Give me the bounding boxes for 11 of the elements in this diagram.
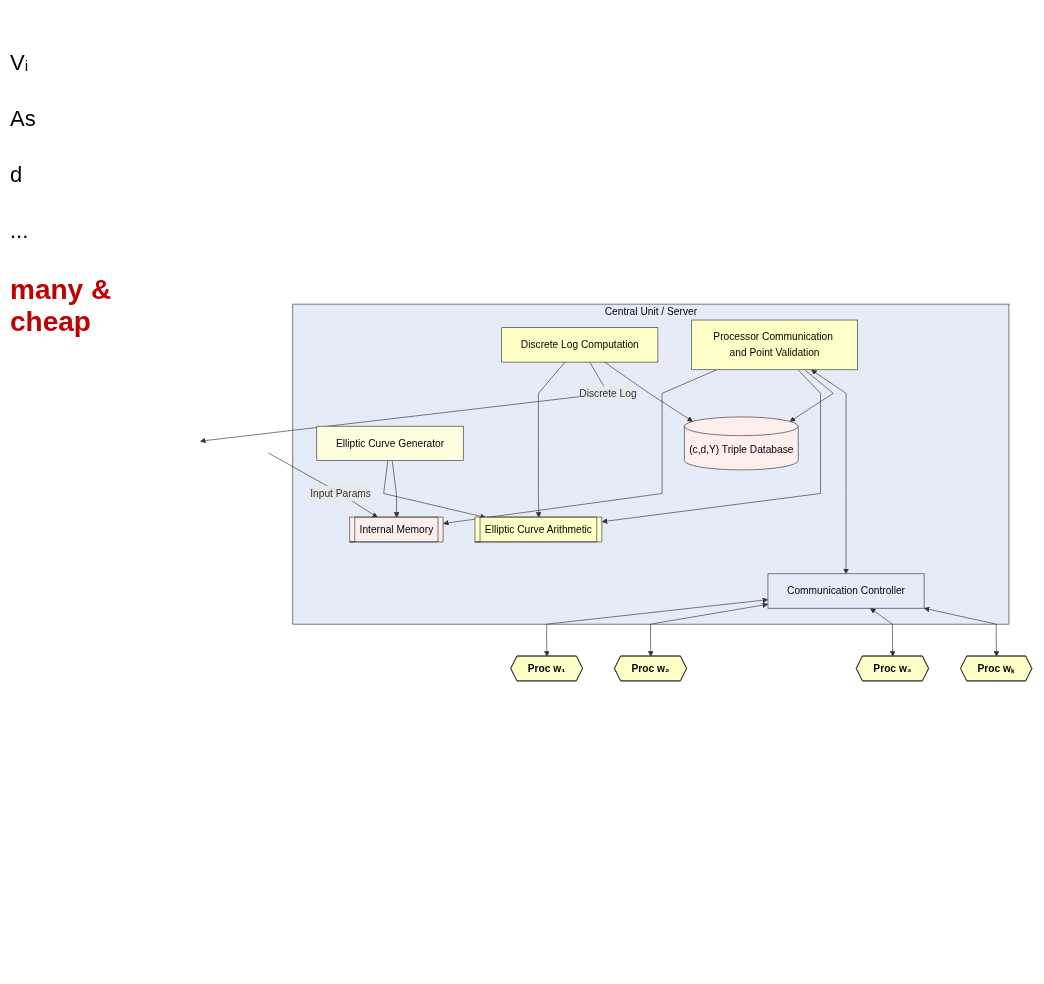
node-box: Processor Communication and Point Validation: [691, 319, 858, 370]
edge-label: Discrete Log: [579, 387, 637, 398]
note-text: ...: [10, 218, 30, 244]
node-box: Elliptic Curve Generator: [316, 425, 464, 461]
note-text: d: [10, 162, 24, 188]
note-text: Vᵢ: [10, 50, 30, 76]
node-box: Communication Controller: [767, 572, 925, 609]
highlight-note: many & cheap: [10, 274, 113, 338]
edge-label: Input Params: [310, 487, 371, 499]
note-text: As: [10, 106, 37, 132]
node-box: Discrete Log Computation: [501, 326, 659, 362]
